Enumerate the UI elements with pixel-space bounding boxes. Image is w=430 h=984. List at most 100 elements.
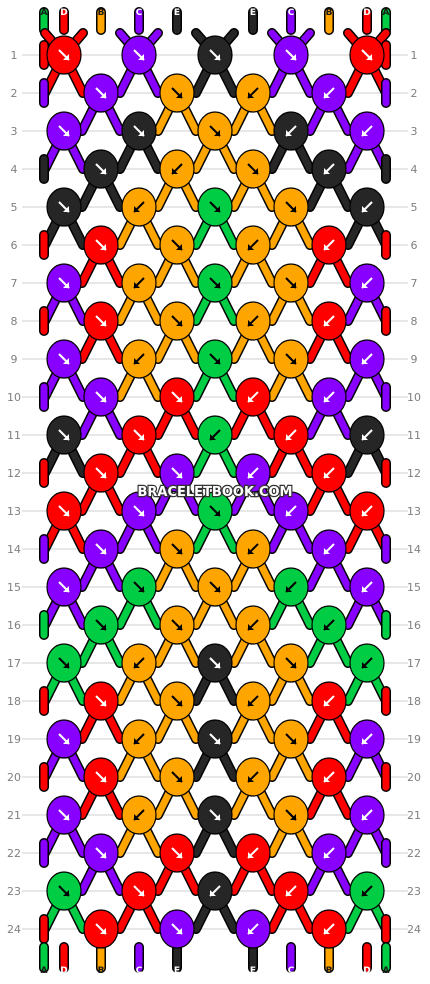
knot-arrow-head <box>290 54 296 60</box>
knot-arrow-head <box>100 624 106 630</box>
knot <box>197 111 233 151</box>
knot-arrow-head <box>324 92 330 98</box>
knot <box>197 491 233 531</box>
knot-arrow-head <box>290 662 296 668</box>
row-number-left: 13 <box>7 505 21 518</box>
knot-arrow-head <box>248 776 254 782</box>
knot <box>159 909 195 949</box>
knot-arrow-head <box>214 54 220 60</box>
row-number-right: 13 <box>407 505 421 518</box>
knot <box>273 795 309 835</box>
row-number-left: 22 <box>7 847 21 860</box>
strand-letter-top: B <box>98 8 105 18</box>
knot <box>159 529 195 569</box>
knot <box>197 643 233 683</box>
knot-grid <box>46 35 385 949</box>
knot <box>46 339 82 379</box>
knot <box>121 871 157 911</box>
knot-arrow-head <box>138 890 144 896</box>
knot-arrow-head <box>290 282 296 288</box>
row-number-right: 1 <box>411 49 418 62</box>
knot-arrow-head <box>290 206 296 212</box>
knot-arrow-head <box>248 852 254 858</box>
knot-arrow-head <box>214 738 220 744</box>
knot <box>235 301 271 341</box>
knot <box>159 73 195 113</box>
knot <box>349 415 385 455</box>
knot <box>83 833 119 873</box>
row-number-right: 7 <box>411 277 418 290</box>
knot <box>273 567 309 607</box>
knot <box>83 681 119 721</box>
knot <box>273 263 309 303</box>
knot-arrow-head <box>63 358 69 364</box>
knot <box>349 339 385 379</box>
knot <box>159 833 195 873</box>
knot <box>235 681 271 721</box>
row-number-left: 23 <box>7 885 21 898</box>
knot <box>311 73 347 113</box>
knot-arrow-head <box>176 472 182 478</box>
knot <box>273 719 309 759</box>
knot-arrow-head <box>248 928 254 934</box>
knot-arrow-head <box>176 244 182 250</box>
knot <box>311 833 347 873</box>
knot-arrow-head <box>248 624 254 630</box>
row-number-left: 9 <box>11 353 18 366</box>
knot <box>273 415 309 455</box>
knot-arrow-head <box>100 396 106 402</box>
knot-arrow-head <box>172 168 178 174</box>
knot <box>235 225 271 265</box>
knot <box>235 149 271 189</box>
knot-arrow-head <box>134 738 140 744</box>
knot <box>159 149 195 189</box>
knot <box>46 491 82 531</box>
row-number-left: 17 <box>7 657 21 670</box>
strand-letter-top: D <box>60 8 67 18</box>
knot-arrow-head <box>286 510 292 516</box>
knot <box>273 871 309 911</box>
knot <box>46 795 82 835</box>
knot-arrow-head <box>63 510 69 516</box>
row-number-right: 19 <box>407 733 421 746</box>
watermark-text: BRACELETBOOK.COM <box>138 485 293 500</box>
knot-arrow-head <box>63 662 69 668</box>
knot-arrow-head <box>248 472 254 478</box>
strand-letter-top: A <box>383 8 390 18</box>
knot-arrow-head <box>248 700 254 706</box>
row-number-right: 18 <box>407 695 421 708</box>
knot-arrow-head <box>176 928 182 934</box>
knot-arrow-head <box>134 814 140 820</box>
row-number-right: 2 <box>411 87 418 100</box>
knot-arrow-head <box>324 472 330 478</box>
knot-arrow-head <box>214 206 220 212</box>
knot-arrow-head <box>100 852 106 858</box>
knot-arrow-head <box>134 282 140 288</box>
knot <box>273 187 309 227</box>
row-number-left: 6 <box>11 239 18 252</box>
knot <box>121 795 157 835</box>
knot-arrow-head <box>286 890 292 896</box>
knot <box>311 529 347 569</box>
knot <box>197 187 233 227</box>
knot-arrow-head <box>63 282 69 288</box>
knot <box>235 605 271 645</box>
knot-arrow-head <box>176 396 182 402</box>
strand-letter-bottom: C <box>136 966 143 976</box>
row-number-right: 22 <box>407 847 421 860</box>
knot <box>46 187 82 227</box>
strand-letter-bottom: E <box>250 966 256 976</box>
knot <box>159 605 195 645</box>
knot <box>235 453 271 493</box>
knot <box>121 643 157 683</box>
knot-arrow-head <box>138 510 144 516</box>
knot <box>121 111 157 151</box>
knot-arrow-head <box>286 434 292 440</box>
knot <box>311 757 347 797</box>
row-number-left: 19 <box>7 733 21 746</box>
knot <box>46 871 82 911</box>
knot <box>121 339 157 379</box>
knot-arrow-head <box>324 244 330 250</box>
strand-letter-bottom: B <box>98 966 105 976</box>
knot <box>273 35 309 75</box>
